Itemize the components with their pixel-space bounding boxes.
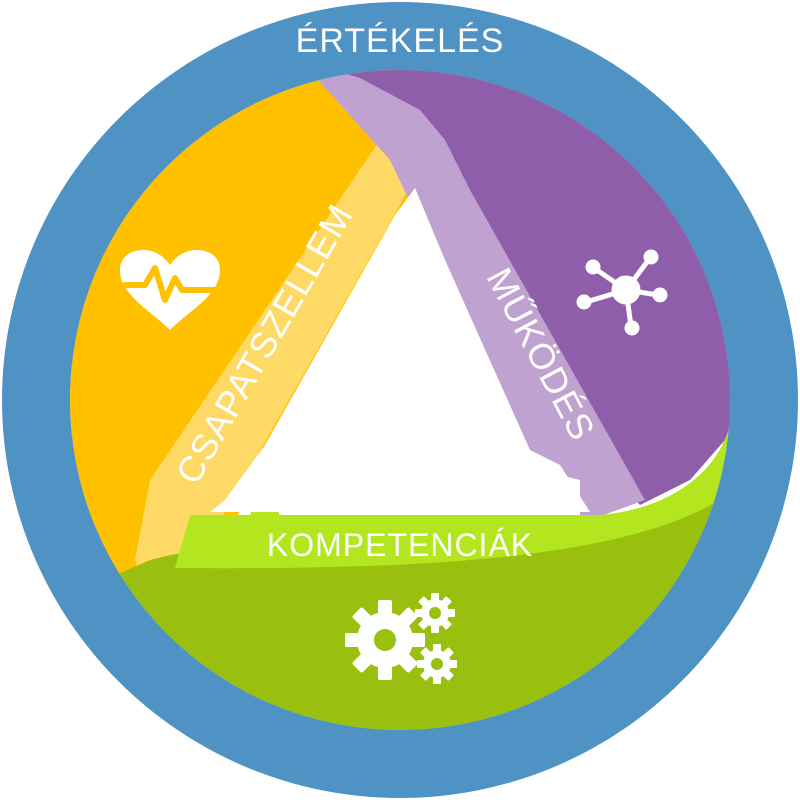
band-kompetenciak <box>175 425 730 569</box>
inner-disc <box>70 70 730 730</box>
network-icon <box>576 249 668 336</box>
segment-csapatszellem <box>70 70 420 600</box>
gears-icon <box>345 593 457 684</box>
band-mukodes <box>300 70 645 520</box>
heart-pulse-icon <box>120 250 220 330</box>
segment-label-kompetenciak: KOMPETENCIÁK <box>267 527 533 563</box>
center-triangle <box>210 188 590 512</box>
outer-label: ÉRTÉKELÉS <box>296 22 505 60</box>
